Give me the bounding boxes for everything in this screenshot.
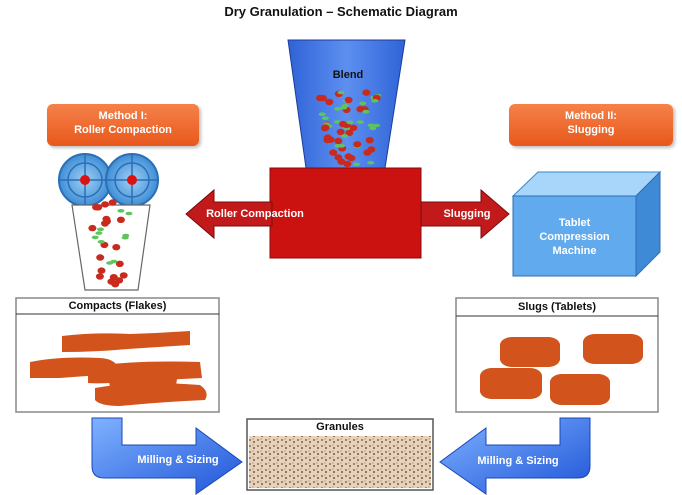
central-block — [269, 167, 422, 259]
machine-line1: Tablet — [558, 217, 591, 229]
red-particle — [96, 254, 105, 261]
red-particle — [119, 272, 128, 279]
red-particle — [112, 244, 121, 251]
green-particle — [341, 134, 349, 138]
roller-compaction-arrow — [185, 188, 273, 240]
slug — [500, 337, 560, 367]
red-particle — [101, 201, 110, 208]
granules-fill — [249, 436, 431, 488]
blend-label: Blend — [332, 69, 364, 81]
red-particle — [321, 124, 330, 131]
green-particle — [122, 233, 130, 238]
slug — [550, 374, 610, 405]
green-particle — [338, 144, 345, 148]
milling-right-label: Milling & Sizing — [477, 455, 559, 467]
red-particle — [347, 154, 356, 162]
slugs-label: Slugs (Tablets) — [517, 301, 597, 313]
flake — [95, 383, 207, 406]
red-particle — [349, 124, 358, 131]
red-particle — [97, 267, 106, 274]
slugging-arrow — [420, 188, 510, 240]
method-one-box: Method I: Roller Compaction — [47, 104, 199, 146]
red-particle — [345, 129, 354, 137]
compacts-label: Compacts (Flakes) — [68, 300, 167, 312]
green-particle — [353, 162, 360, 167]
red-particle — [101, 220, 109, 227]
green-particle — [97, 240, 105, 244]
red-particle — [318, 94, 327, 102]
green-particle — [97, 227, 104, 232]
red-particle — [115, 260, 124, 267]
red-particle — [325, 98, 334, 106]
green-particle — [334, 107, 342, 111]
machine-line2: Compression — [539, 231, 610, 243]
red-particle — [353, 141, 362, 148]
green-particle — [369, 126, 377, 131]
method-one-line1: Method I: — [98, 110, 148, 122]
red-particle — [115, 277, 124, 284]
method-two-line1: Method II: — [565, 110, 617, 122]
roller-compaction-label: Roller Compaction — [206, 208, 304, 220]
method-two-box: Method II: Slugging — [509, 104, 673, 146]
milling-arrow-left — [91, 417, 243, 495]
green-particle — [91, 235, 99, 240]
green-particle — [321, 116, 329, 120]
red-particle — [108, 199, 117, 206]
green-particle — [125, 211, 133, 216]
red-particle — [88, 224, 97, 232]
green-particle — [95, 231, 103, 235]
green-particle — [362, 109, 370, 114]
green-particle — [346, 120, 354, 125]
diagram-title: Dry Granulation – Schematic Diagram — [224, 4, 458, 19]
green-particle — [340, 105, 348, 110]
red-particle — [336, 128, 345, 136]
green-particle — [110, 259, 118, 264]
red-particle — [94, 204, 103, 211]
green-particle — [359, 101, 367, 106]
red-particle — [334, 137, 343, 145]
green-particle — [367, 160, 375, 165]
machine-line3: Machine — [552, 245, 597, 257]
chute-particles — [88, 199, 133, 288]
green-particle — [318, 112, 326, 116]
red-particle — [116, 216, 125, 223]
slug — [480, 368, 542, 399]
flake — [62, 331, 190, 352]
slug — [583, 334, 643, 364]
flakes — [30, 331, 207, 406]
blend-particles — [316, 89, 382, 168]
slugging-label: Slugging — [443, 208, 491, 220]
blend-hopper — [287, 39, 406, 169]
machine-label: Tablet Compression Machine — [513, 216, 636, 258]
milling-arrow-right — [439, 417, 591, 495]
red-particle — [339, 120, 347, 128]
tablet-compression-machine — [511, 170, 662, 278]
milling-left-label: Milling & Sizing — [137, 454, 219, 466]
red-particle — [344, 96, 353, 104]
red-particle — [365, 137, 374, 144]
red-particle — [323, 134, 332, 141]
green-particle — [337, 90, 345, 95]
roller-compactor — [58, 153, 159, 291]
granules-label: Granules — [316, 421, 364, 433]
green-particle — [356, 120, 364, 124]
green-particle — [117, 209, 125, 213]
green-particle — [373, 123, 380, 128]
red-particle — [329, 149, 338, 156]
slugs — [480, 334, 643, 405]
green-particle — [371, 99, 379, 103]
red-particle — [95, 273, 104, 280]
red-particle — [367, 146, 376, 153]
red-particle — [362, 89, 371, 96]
method-one-line2: Roller Compaction — [74, 124, 172, 136]
red-particle — [334, 154, 343, 161]
method-two-line2: Slugging — [567, 124, 615, 136]
green-particle — [367, 123, 375, 128]
